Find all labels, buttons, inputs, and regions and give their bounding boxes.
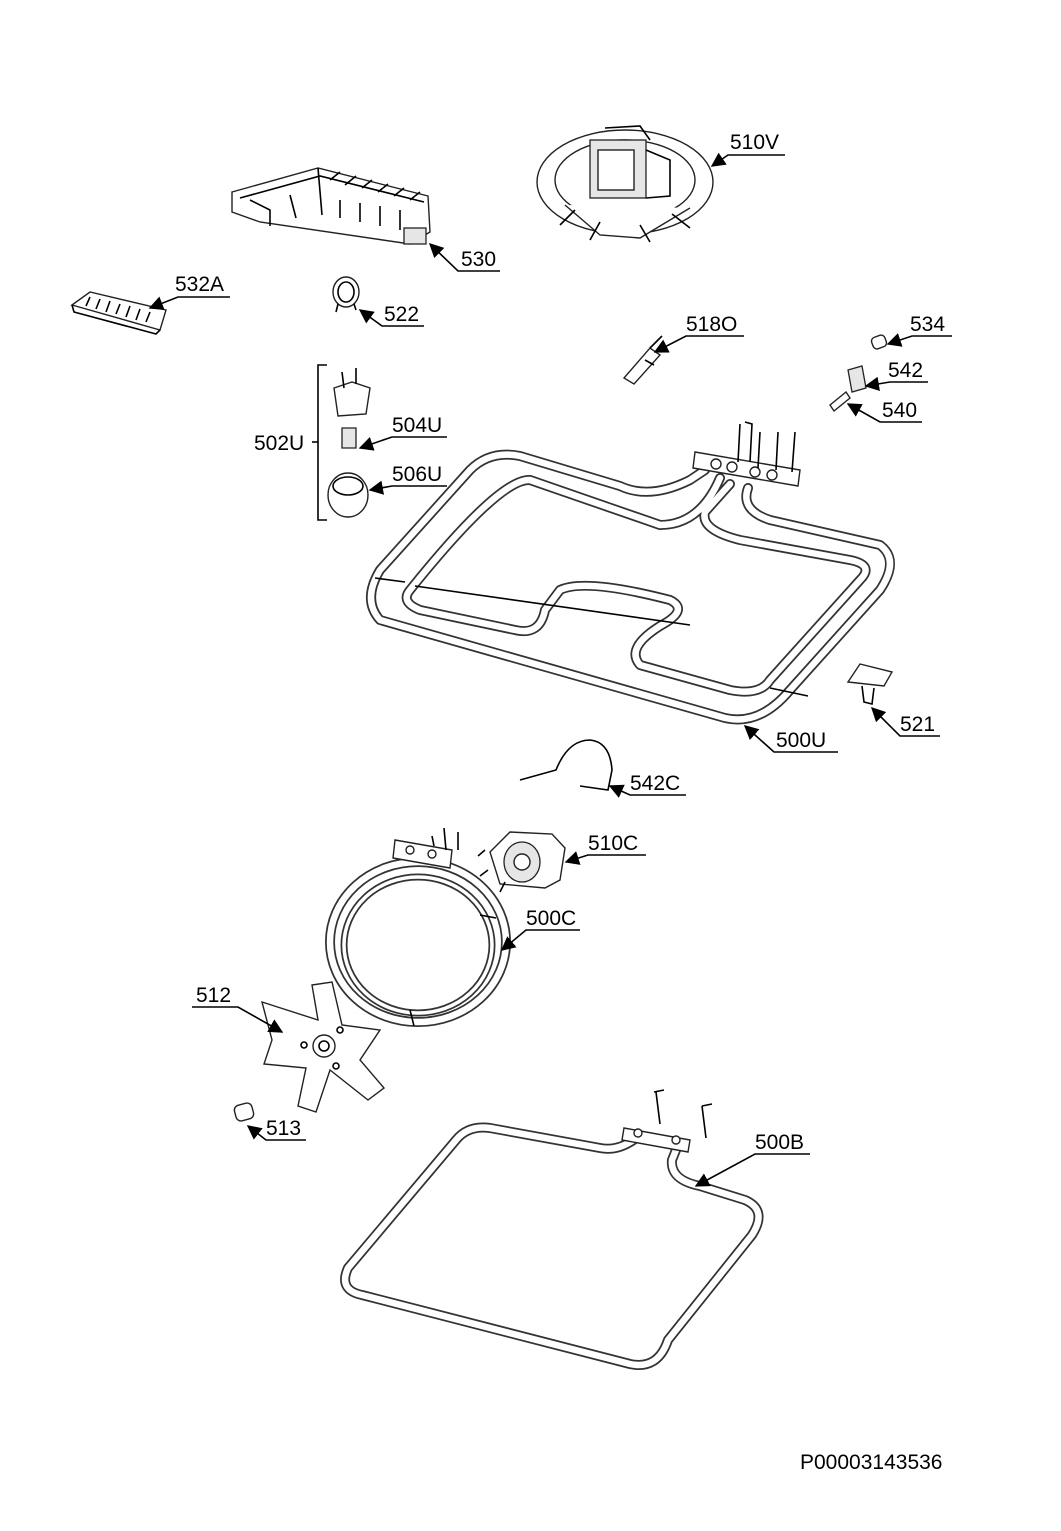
part-510v-fan-motor: [536, 125, 714, 243]
label-500b: 500B: [755, 1131, 804, 1154]
part-534: [870, 334, 888, 350]
label-522: 522: [384, 303, 419, 326]
label-530: 530: [461, 248, 496, 271]
label-540: 540: [882, 399, 917, 422]
part-502u-lamp-group: [312, 364, 371, 521]
label-502u: 502U: [254, 432, 304, 455]
label-518o: 518O: [686, 313, 737, 336]
part-labels: 510V 530 532A 522 518O 534 542 540 502U …: [175, 131, 945, 1474]
label-506u: 506U: [392, 463, 442, 486]
part-500u-upper-element: [366, 421, 895, 725]
label-532a: 532A: [175, 273, 224, 296]
label-534: 534: [910, 313, 945, 336]
part-542: [847, 365, 867, 393]
label-542: 542: [888, 359, 923, 382]
part-513-nut: [233, 1102, 255, 1122]
part-522-clamp: [332, 276, 360, 313]
part-530-terminal-block: [231, 167, 431, 245]
part-510c-convection-motor: [477, 831, 566, 893]
leader-lines: [148, 152, 952, 1187]
document-code: P00003143536: [800, 1451, 942, 1474]
label-521: 521: [900, 713, 935, 736]
part-512-fan-blade: [260, 981, 386, 1113]
label-510v: 510V: [730, 131, 779, 154]
label-512: 512: [196, 984, 231, 1007]
label-500u: 500U: [776, 729, 826, 752]
label-542c: 542C: [630, 772, 680, 795]
label-500c: 500C: [526, 907, 576, 930]
group-bracket: [317, 364, 327, 521]
part-542c-wire: [519, 739, 613, 791]
part-500c-circular-element: [325, 827, 511, 1027]
part-518o-sensor: [622, 335, 663, 385]
label-513: 513: [266, 1117, 301, 1140]
part-532a-connector: [70, 291, 167, 335]
part-521-bracket: [846, 663, 894, 705]
label-504u: 504U: [392, 414, 442, 437]
part-540: [829, 390, 851, 413]
part-500b-lower-element: [340, 1089, 764, 1370]
label-510c: 510C: [588, 832, 638, 855]
